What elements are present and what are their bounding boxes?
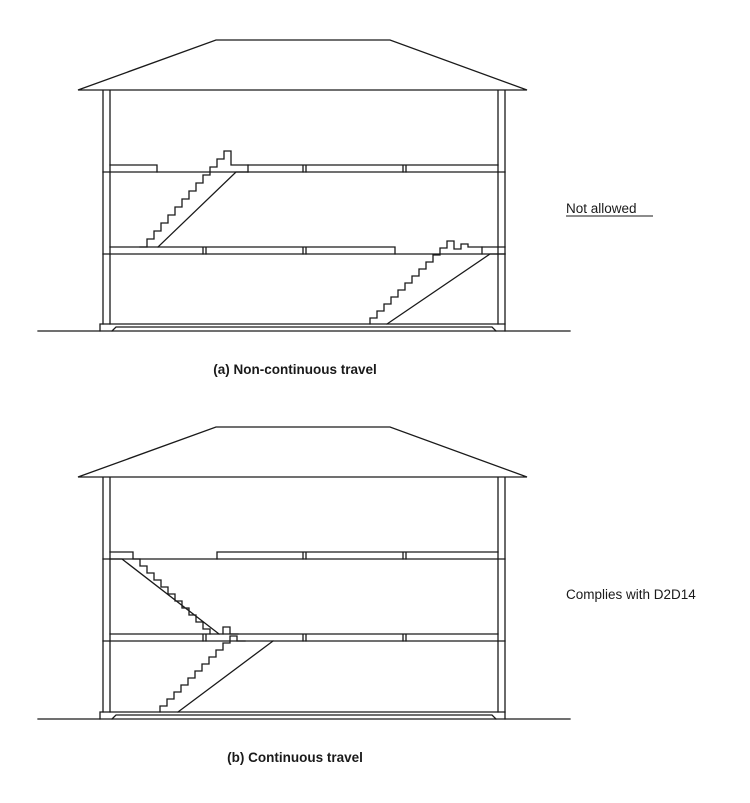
ground-slab xyxy=(99,711,506,720)
caption-a-text: (a) Non-continuous travel xyxy=(213,362,377,377)
roof xyxy=(77,426,528,478)
left-wall xyxy=(102,89,111,325)
stair-landing-join xyxy=(222,626,239,635)
upper-floor-slab xyxy=(216,551,499,560)
note-not-allowed: Not allowed xyxy=(566,201,637,216)
roof xyxy=(77,39,528,91)
right-wall xyxy=(497,476,506,713)
stair-ground-to-middle xyxy=(159,635,274,713)
stair-ground-to-middle xyxy=(369,240,483,325)
caption-a: (a) Non-continuous travel xyxy=(213,362,377,377)
left-wall xyxy=(102,476,111,713)
upper-landing-stub xyxy=(109,164,158,173)
note-a-text: Not allowed xyxy=(566,201,637,216)
middle-floor-slab xyxy=(109,246,396,255)
upper-floor-slab xyxy=(247,164,499,173)
right-wall xyxy=(497,89,506,325)
caption-b-text: (b) Continuous travel xyxy=(227,750,363,765)
caption-b: (b) Continuous travel xyxy=(227,750,363,765)
note-complies: Complies with D2D14 xyxy=(566,587,696,602)
note-b-text: Complies with D2D14 xyxy=(566,587,696,602)
ground-slab xyxy=(99,323,506,332)
building-section-a xyxy=(37,39,571,332)
stair-middle-to-upper xyxy=(109,551,220,635)
middle-floor-slab xyxy=(109,633,499,642)
stair-middle-to-upper xyxy=(139,150,249,248)
building-section-b xyxy=(37,426,571,720)
